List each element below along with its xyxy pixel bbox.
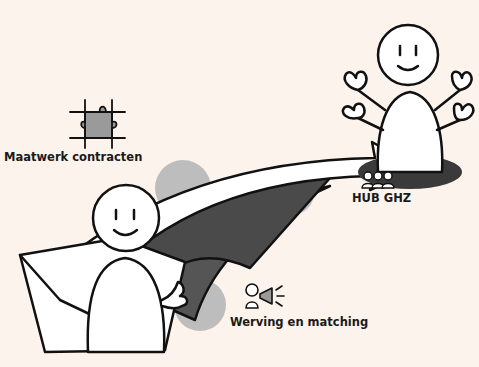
hand <box>345 72 367 90</box>
icon-label: HUB GHZ <box>352 191 411 205</box>
hand <box>162 282 187 308</box>
hand <box>454 104 473 120</box>
arm <box>437 120 460 130</box>
eye <box>133 210 136 219</box>
person-head <box>93 185 159 251</box>
person-body <box>88 258 164 352</box>
paper-sheet <box>20 238 185 352</box>
eye <box>115 210 118 219</box>
mouth <box>398 66 418 70</box>
eye <box>399 46 402 55</box>
puzzle-icon <box>70 100 125 148</box>
person-body <box>378 92 442 172</box>
icon-label: Werving en matching <box>230 315 368 329</box>
icon-label: Maatwerk contracten <box>4 150 142 164</box>
arm <box>358 118 383 130</box>
group-icon <box>362 172 394 188</box>
eye <box>415 46 418 55</box>
megaphone-icon <box>246 284 284 308</box>
person-head <box>378 25 438 85</box>
hand <box>343 104 365 119</box>
mouth <box>114 230 137 235</box>
hand <box>452 72 472 90</box>
